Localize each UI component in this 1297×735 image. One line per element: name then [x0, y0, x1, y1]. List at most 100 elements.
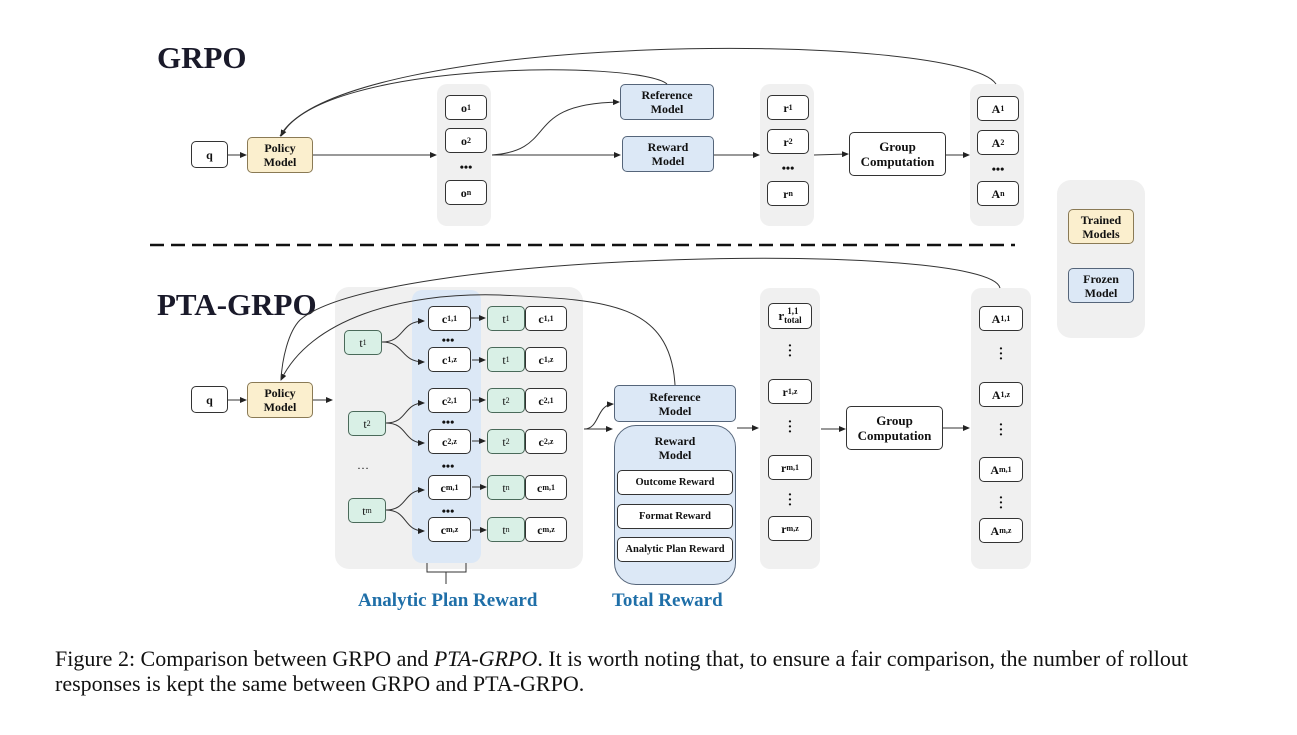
- box-base: c: [538, 311, 544, 326]
- box-base: c: [441, 311, 448, 326]
- box-base: t: [502, 352, 506, 367]
- gc-label-2: Computation: [860, 154, 935, 169]
- box-sub: 2,1: [543, 395, 554, 405]
- adv-sub: 2: [1000, 137, 1005, 147]
- caption-prefix: Figure 2: Comparison between GRPO and: [55, 646, 434, 671]
- adv-vdots-2: ···: [998, 418, 1004, 443]
- reward-vdots-1: ···: [787, 339, 793, 364]
- gc-label-1: Group: [876, 413, 913, 428]
- reward-vdots-3: ···: [787, 488, 793, 513]
- box-base: t: [502, 393, 506, 408]
- legend-trained-1: Trained: [1080, 212, 1122, 227]
- reward-vdots-2: ···: [787, 415, 793, 440]
- adv-vdots-1: ···: [998, 342, 1004, 367]
- plan-sub: m: [365, 505, 372, 515]
- rm-label-1: Reward: [647, 140, 689, 154]
- rm-label-2: Model: [651, 154, 685, 168]
- reward-sub: 2: [788, 136, 793, 146]
- box-sub: 1: [505, 313, 510, 323]
- box-base: c: [537, 480, 543, 495]
- box-sub: 2: [505, 395, 510, 405]
- total-reward-label: Total Reward: [612, 590, 723, 611]
- reward-sup: 1,z: [787, 386, 798, 396]
- adv-sub: 1,z: [1000, 389, 1011, 399]
- box-base: t: [502, 311, 506, 326]
- output-base: o: [460, 185, 467, 200]
- gc-label-1: Group: [879, 139, 916, 154]
- reward-base: r: [781, 521, 787, 536]
- box-base: t: [502, 434, 506, 449]
- arc-reference-policy: [280, 69, 668, 137]
- analytic-plan-reward-label: Analytic Plan Reward: [358, 590, 538, 611]
- box-sub: 1,1: [543, 313, 554, 323]
- box-sub: 2: [505, 436, 510, 446]
- box-base: c: [538, 434, 544, 449]
- adv-sub: m,1: [999, 464, 1012, 474]
- pta-query-box: q: [191, 386, 228, 413]
- plan-base: t: [362, 503, 366, 518]
- box-sub: m,1: [445, 482, 459, 492]
- caption-suffix: . It is worth noting that, to ensure a f…: [55, 646, 1189, 696]
- plan-base: t: [363, 416, 367, 431]
- ref-label-2: Model: [650, 102, 684, 116]
- plan-sub: 2: [366, 418, 371, 428]
- adv-sub: n: [1000, 188, 1005, 198]
- reward-sub: 1: [788, 102, 793, 112]
- box-sub: m,z: [542, 524, 555, 534]
- arrow-rewards-gc: [813, 151, 849, 158]
- ref-label-1: Reference: [641, 88, 693, 102]
- reward-base: r: [783, 100, 789, 115]
- box-sub: m,z: [446, 524, 459, 534]
- output-sub: 1: [467, 102, 471, 112]
- grpo-title: GRPO: [157, 40, 247, 75]
- adv-base: A: [990, 523, 1000, 538]
- box-base: c: [442, 434, 448, 449]
- box-sub: 2,z: [543, 436, 554, 446]
- box-sub: 1,z: [543, 354, 554, 364]
- figure-caption: Figure 2: Comparison between GRPO and PT…: [55, 646, 1255, 696]
- adv-sub: 1,1: [1000, 313, 1011, 323]
- reward-base: r: [782, 384, 788, 399]
- ref-label-1: Reference: [649, 389, 701, 404]
- reward-base: r: [783, 186, 789, 201]
- grpo-output-ellipsis: •••: [459, 160, 473, 174]
- plan-ellipsis: …: [357, 458, 369, 472]
- query-label: q: [206, 392, 213, 407]
- policy-label-2: Model: [263, 155, 297, 169]
- reward-sub: n: [788, 188, 793, 198]
- rm-label-2: Model: [658, 448, 692, 462]
- policy-label-2: Model: [263, 400, 297, 414]
- gc-label-2: Computation: [857, 428, 932, 443]
- cot-ellipsis-1: •••: [441, 333, 455, 347]
- box-sub: n: [505, 524, 510, 534]
- outcome-reward: Outcome Reward: [617, 470, 733, 495]
- adv-base: A: [991, 311, 1001, 326]
- arrow-outputs-reference: [491, 99, 620, 156]
- box-base: c: [538, 393, 544, 408]
